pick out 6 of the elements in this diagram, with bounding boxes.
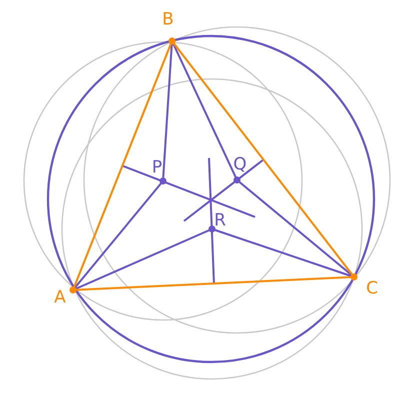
point-label: C bbox=[366, 280, 378, 298]
point-label: B bbox=[162, 12, 174, 28]
point-label: Q bbox=[233, 156, 247, 174]
point-label: P bbox=[152, 160, 162, 176]
point-label: R bbox=[214, 212, 226, 230]
point-label: A bbox=[54, 290, 66, 306]
